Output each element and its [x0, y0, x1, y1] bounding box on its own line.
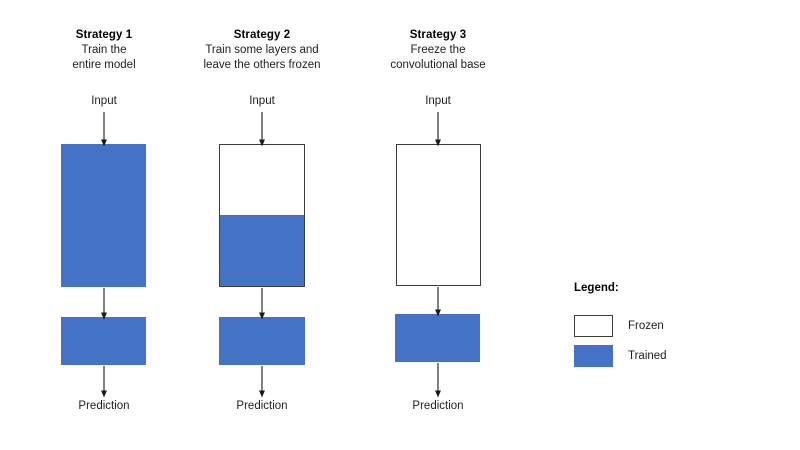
- strategy-3-head-block: [395, 314, 480, 362]
- legend-label-frozen: Frozen: [628, 320, 664, 332]
- strategy-1-input-label: Input: [91, 95, 117, 107]
- strategy-2-input-label: Input: [249, 95, 275, 107]
- strategy-3-input-label: Input: [425, 95, 451, 107]
- strategy-1-title: Strategy 1: [75, 29, 133, 41]
- strategy-2-subtitle-line1: Train some layers and: [205, 44, 319, 56]
- legend-swatch-frozen: [574, 315, 613, 337]
- strategy-1-subtitle-line2: entire model: [72, 59, 136, 71]
- legend-label-trained: Trained: [628, 350, 667, 362]
- column-title-strategy-2: Strategy 2 Train some layers and leave t…: [152, 28, 372, 73]
- strategy-1-subtitle-line1: Train the: [81, 44, 127, 56]
- strategy-2-title: Strategy 2: [233, 29, 291, 41]
- strategy-1-output-label: Prediction: [78, 400, 130, 412]
- strategy-2-output-label: Prediction: [236, 400, 288, 412]
- strategy-3-subtitle-line1: Freeze the: [410, 44, 466, 56]
- strategy-2-base-trained-portion: [220, 215, 304, 286]
- column-title-strategy-1: Strategy 1 Train the entire model: [0, 28, 214, 73]
- strategy-3-base-block: [396, 144, 481, 286]
- strategy-3-output-label: Prediction: [412, 400, 464, 412]
- strategy-1-base-block: [61, 144, 146, 287]
- strategy-2-subtitle-line2: leave the others frozen: [203, 59, 321, 71]
- strategy-2-base-block: [219, 144, 305, 287]
- strategy-3-title: Strategy 3: [409, 29, 467, 41]
- strategy-2-head-block: [219, 317, 305, 365]
- strategy-1-head-block: [61, 317, 146, 365]
- legend-title: Legend:: [574, 282, 619, 294]
- column-title-strategy-3: Strategy 3 Freeze the convolutional base: [328, 28, 548, 73]
- legend-swatch-trained: [574, 345, 613, 367]
- strategy-3-subtitle-line2: convolutional base: [390, 59, 486, 71]
